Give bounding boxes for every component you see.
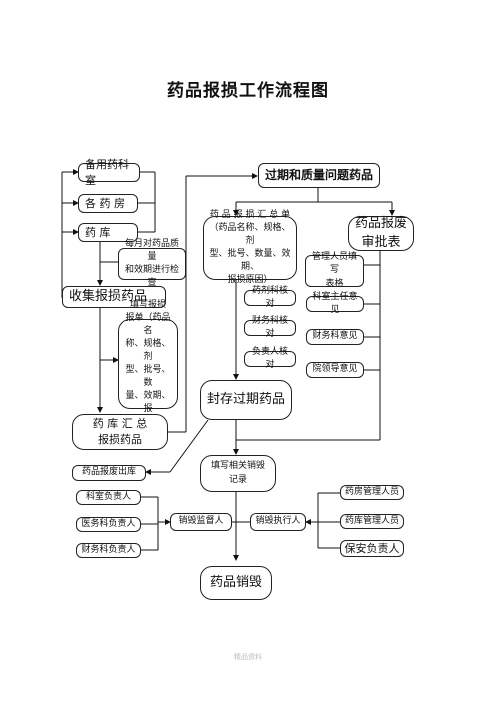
node-guanliyuan: 管理人员填写 表格 (305, 252, 364, 289)
node-yiwuke: 医务科负责人 (76, 517, 141, 532)
node-baosunchuku: 药品报废出库 (72, 465, 146, 481)
node-shouji: 收集报损药品 (62, 286, 166, 308)
node-caiwufuzeren: 财务科负责人 (76, 543, 141, 558)
node-huizongdan: 药 品 报 损 汇 总 单 （药品名称、规格、剂 型、批号、数量、效期、 报损原… (203, 210, 297, 285)
footer-watermark: 精品资料 (234, 653, 262, 661)
node-fuzeren: 负责人核对 (244, 347, 296, 370)
node-guoqi: 过期和质量问题药品 (258, 163, 380, 188)
node-keshifuzeren: 科室负责人 (76, 490, 141, 505)
node-caiwuke: 财务科核对 (244, 316, 296, 339)
node-beiyong: 备用药科室 (78, 158, 140, 187)
page-title: 药品报损工作流程图 (167, 81, 329, 101)
node-jiandu: 销毁监督人 (170, 513, 232, 531)
node-xiaohui: 药品销毁 (200, 566, 272, 600)
node-yaoku: 药 库 (78, 223, 138, 242)
node-caiwuyijian: 财务科意见 (306, 329, 364, 345)
node-yaokuguanli: 药库管理人员 (340, 514, 404, 529)
node-kezhuren: 科室主任意见 (306, 292, 364, 315)
node-baoan: 保安负责人 (340, 540, 404, 557)
node-yaojike: 药剂科核对 (244, 286, 296, 309)
node-yaofangguanli: 药房管理人员 (340, 485, 404, 500)
node-fengcun: 封存过期药品 (200, 380, 292, 420)
node-yaokuhuizong: 药 库 汇 总 报损药品 (72, 414, 168, 450)
node-baofei: 药品报废 审批表 (348, 216, 414, 251)
node-xiaohuijilu: 填写相关销毁 记录 (200, 455, 276, 492)
node-geyaofang: 各 药 房 (78, 194, 138, 213)
node-tianxie: 填写报损 报单（药品名 称、规格、剂 型、批号、数 量、效期、报 损原因） (118, 300, 178, 427)
node-jiancha: 每月对药品质量 和效期进行检查 (118, 239, 186, 288)
node-yuanlingdao: 院领导意见 (306, 362, 364, 378)
node-zhixing: 销毁执行人 (250, 513, 306, 531)
